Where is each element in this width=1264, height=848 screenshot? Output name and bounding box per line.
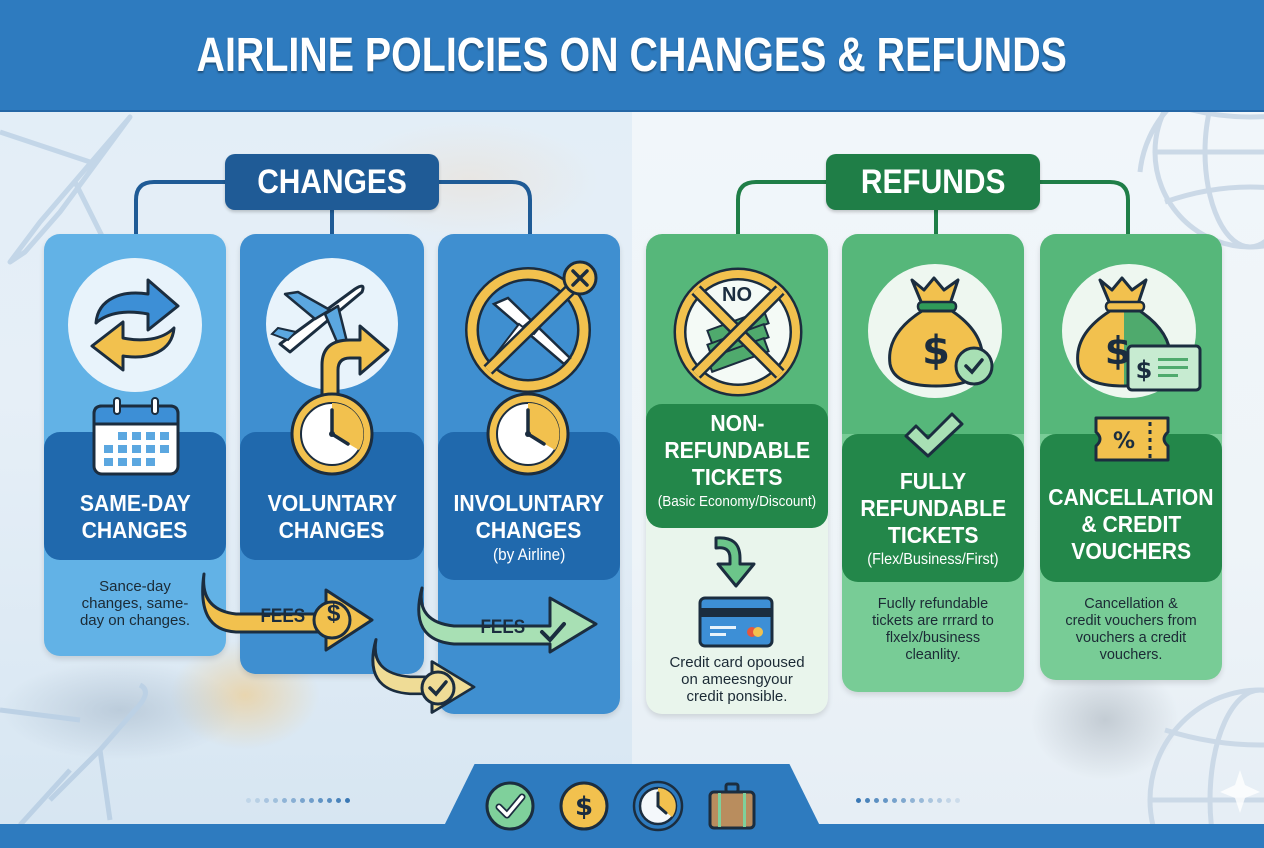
checkmark-icon [904, 412, 964, 458]
check-arrow [371, 638, 476, 714]
swap-arrows-icon [90, 278, 180, 372]
card-title: CHANGES [279, 517, 385, 543]
dollar-icon: $ [327, 600, 341, 627]
card-same-day-changes: SAME-DAY CHANGES Sance-day changes, same… [44, 234, 226, 656]
card-title: CHANGES [476, 517, 582, 543]
card-title-band: NON- REFUNDABLE TICKETS (Basic Economy/D… [646, 404, 828, 528]
card-subtitle: (by Airline) [492, 545, 566, 564]
card-title: TICKETS [691, 464, 783, 490]
footer-icons: $ [484, 780, 758, 832]
fork-arrow-icon [320, 324, 390, 400]
dollar-coin-icon: $ [558, 780, 610, 832]
card-title: CHANGES [82, 517, 188, 543]
footer-dots-left [246, 798, 350, 803]
discount-ticket-icon: % [1094, 416, 1170, 462]
page-header: AIRLINE POLICIES ON CHANGES & REFUNDS [0, 0, 1264, 112]
svg-text:%: % [1113, 429, 1135, 454]
money-bag-voucher-icon: $ $ [1076, 276, 1202, 392]
clock-icon [486, 392, 570, 476]
check-circle-icon [484, 780, 536, 832]
card-title: TICKETS [887, 522, 979, 548]
globe-watermark-icon [1137, 112, 1264, 250]
refunds-section-label: REFUNDS [826, 154, 1040, 210]
suitcase-icon [706, 780, 758, 832]
card-subtitle: (Flex/Business/First) [867, 551, 999, 568]
card-non-refundable-tickets: NON- REFUNDABLE TICKETS (Basic Economy/D… [646, 234, 828, 714]
fees-dollar-arrow [201, 572, 374, 652]
card-title: & CREDIT [1081, 511, 1181, 537]
card-title: REFUNDABLE [860, 495, 1006, 521]
changes-section-label: CHANGES [225, 154, 439, 210]
down-arrow-icon [714, 536, 756, 588]
card-subtitle: (Basic Economy/Discount) [657, 493, 817, 510]
card-title: VOLUNTARY [267, 490, 397, 516]
clock-icon [632, 780, 684, 832]
credit-card-icon [698, 596, 774, 648]
card-title: CANCELLATION [1048, 484, 1214, 510]
footer-dots-right [856, 798, 960, 803]
card-title-band: VOLUNTARY CHANGES [240, 432, 424, 560]
card-title: INVOLUNTARY [453, 490, 605, 516]
card-title: SAME-DAY [79, 490, 191, 516]
card-title: VOUCHERS [1071, 538, 1191, 564]
page-title: AIRLINE POLICIES ON CHANGES & REFUNDS [196, 28, 1068, 82]
airplane-watermark-icon [0, 682, 148, 825]
globe-watermark-icon [1147, 687, 1264, 825]
svg-text:$: $ [1136, 356, 1153, 384]
card-title: NON- [709, 410, 765, 436]
card-description: Cancellation & credit vouchers from vouc… [1065, 596, 1197, 663]
fees-check-arrow [417, 586, 598, 654]
card-title: FULLY [899, 468, 967, 494]
no-money-icon [673, 267, 803, 397]
svg-text:$: $ [922, 328, 950, 374]
background-blur [0, 660, 240, 760]
cancelled-flight-icon [465, 260, 598, 393]
changes-connector-lines [134, 180, 532, 236]
card-description: Sance-day changes, same- day on changes. [79, 578, 191, 629]
card-title: REFUNDABLE [664, 437, 810, 463]
card-fully-refundable-tickets: $ FULLY REFUNDABLE TICKETS (Flex/Busines… [842, 234, 1024, 692]
clock-icon [290, 392, 374, 476]
refunds-connector-lines [736, 180, 1130, 236]
calendar-icon [92, 397, 180, 476]
money-bag-check-icon: $ [888, 276, 994, 388]
svg-text:$: $ [575, 792, 593, 822]
icon-circle [68, 258, 202, 392]
card-voluntary-changes: VOLUNTARY CHANGES [240, 234, 424, 674]
fees-label: FEES [480, 617, 526, 638]
fees-label: FEES [260, 606, 306, 627]
card-description: Credit card opoused on ameesngyour credi… [669, 654, 805, 705]
no-label: NO [722, 284, 752, 306]
card-title-band: FULLY REFUNDABLE TICKETS (Flex/Business/… [842, 434, 1024, 582]
card-description: Fuclly refundable tickets are rrrard to … [872, 596, 994, 663]
airplane-icon [270, 284, 365, 354]
card-cancellation-credit-vouchers: $ $ CANCELLATION & CREDIT VOUCHERS % Can… [1040, 234, 1222, 680]
